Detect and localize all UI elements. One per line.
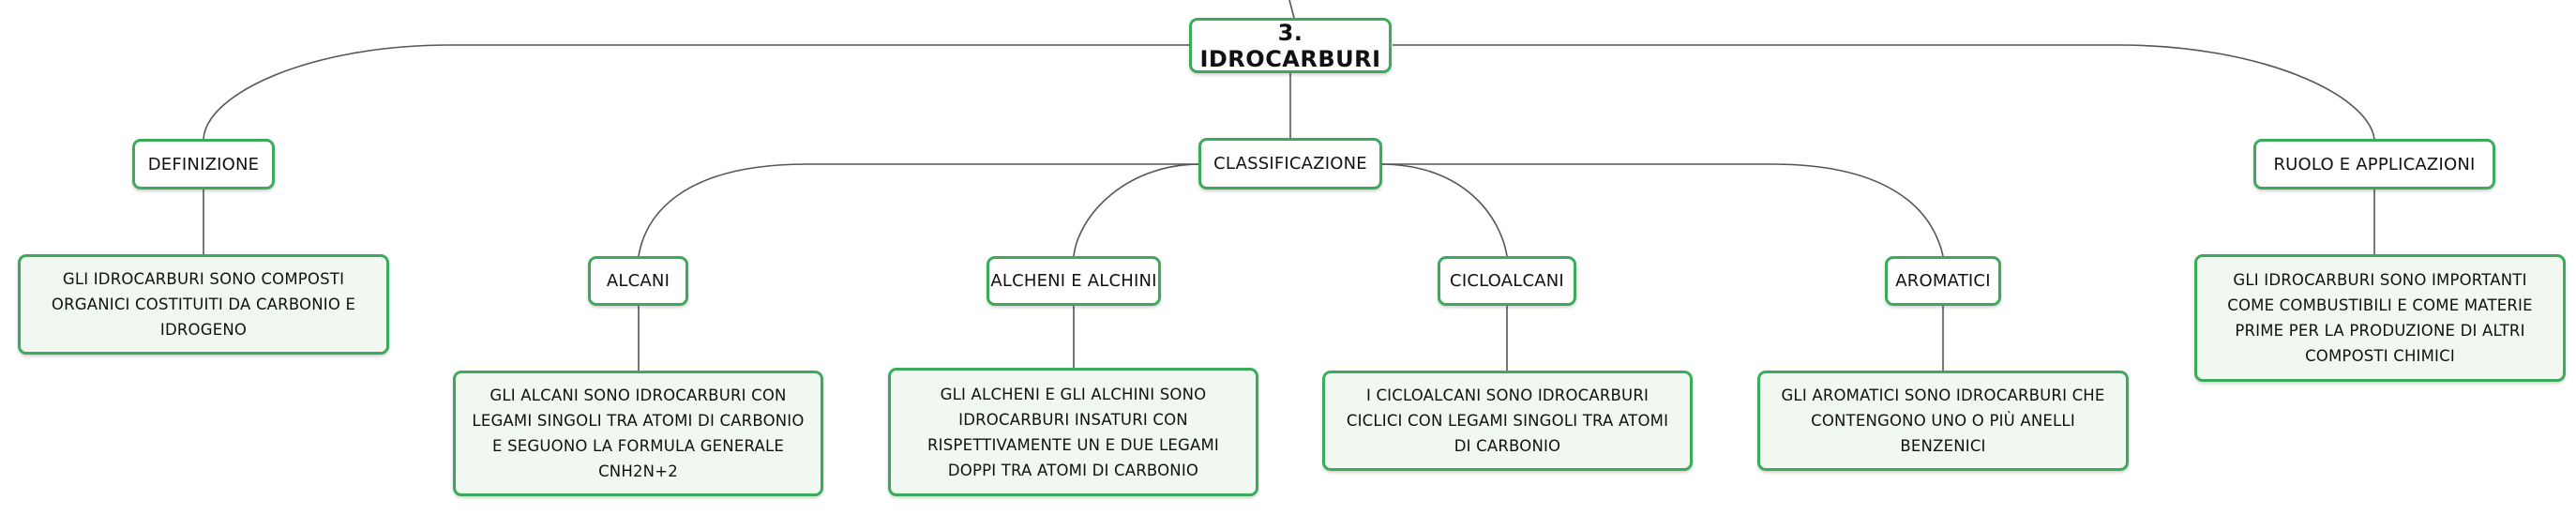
cicloalcani-detail[interactable]: I CICLOALCANI SONO IDROCARBURI CICLICI C… bbox=[1322, 371, 1693, 471]
edge-classificazione-to-aromatici bbox=[1380, 163, 1944, 257]
edge-classificazione-to-alcheni bbox=[1073, 163, 1201, 257]
alcani-label: ALCANI bbox=[606, 271, 670, 291]
definizione-node[interactable]: DEFINIZIONE bbox=[132, 139, 275, 189]
edge-root-to-ruolo bbox=[1393, 44, 2375, 140]
cicloalcani-node[interactable]: CICLOALCANI bbox=[1438, 256, 1576, 306]
alcani-node[interactable]: ALCANI bbox=[588, 256, 688, 306]
classificazione-label: CLASSIFICAZIONE bbox=[1213, 154, 1367, 174]
definizione-label: DEFINIZIONE bbox=[147, 154, 260, 174]
classificazione-node[interactable]: CLASSIFICAZIONE bbox=[1198, 138, 1382, 189]
edge-classificazione-to-alcani bbox=[638, 163, 1200, 257]
ruolo-label: RUOLO E APPLICAZIONI bbox=[2273, 154, 2476, 174]
alcheni-detail-text: GLI ALCHENI E GLI ALCHINI SONO IDROCARBU… bbox=[927, 385, 1219, 479]
aromatici-node[interactable]: AROMATICI bbox=[1885, 256, 2001, 306]
aromatici-label: AROMATICI bbox=[1895, 271, 1991, 291]
definizione-detail-text: GLI IDROCARBURI SONO COMPOSTI ORGANICI C… bbox=[51, 270, 356, 339]
cicloalcani-detail-text: I CICLOALCANI SONO IDROCARBURI CICLICI C… bbox=[1346, 386, 1669, 455]
cicloalcani-label: CICLOALCANI bbox=[1450, 271, 1564, 291]
ruolo-node[interactable]: RUOLO E APPLICAZIONI bbox=[2253, 139, 2495, 189]
edge-classificazione-to-cicloalcani bbox=[1379, 163, 1508, 257]
alcheni-node[interactable]: ALCHENI E ALCHINI bbox=[987, 256, 1161, 306]
definizione-detail[interactable]: GLI IDROCARBURI SONO COMPOSTI ORGANICI C… bbox=[18, 254, 389, 355]
alcheni-detail[interactable]: GLI ALCHENI E GLI ALCHINI SONO IDROCARBU… bbox=[888, 368, 1258, 496]
root-node[interactable]: 3. IDROCARBURI bbox=[1189, 18, 1392, 73]
aromatici-detail[interactable]: GLI AROMATICI SONO IDROCARBURI CHE CONTE… bbox=[1757, 371, 2129, 471]
alcani-detail[interactable]: GLI ALCANI SONO IDROCARBURI CON LEGAMI S… bbox=[453, 371, 823, 496]
alcani-detail-text: GLI ALCANI SONO IDROCARBURI CON LEGAMI S… bbox=[472, 386, 805, 480]
edge-root-to-definizione bbox=[203, 44, 1191, 140]
aromatici-detail-text: GLI AROMATICI SONO IDROCARBURI CHE CONTE… bbox=[1781, 386, 2105, 455]
edge-parent-to-root bbox=[1288, 0, 1295, 19]
root-label: 3. IDROCARBURI bbox=[1199, 19, 1381, 72]
ruolo-detail[interactable]: GLI IDROCARBURI SONO IMPORTANTI COME COM… bbox=[2194, 254, 2566, 382]
alcheni-label: ALCHENI E ALCHINI bbox=[990, 271, 1157, 291]
ruolo-detail-text: GLI IDROCARBURI SONO IMPORTANTI COME COM… bbox=[2227, 271, 2533, 365]
